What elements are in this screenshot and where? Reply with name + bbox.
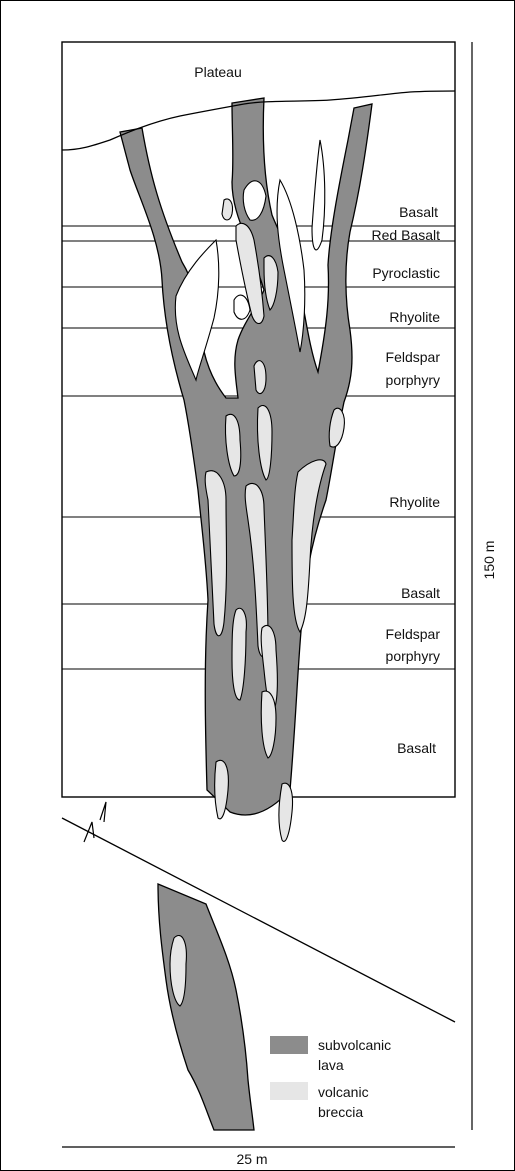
layer-label-red-basalt: Red Basalt xyxy=(372,227,441,243)
legend-swatch-breccia xyxy=(270,1082,308,1100)
layer-label-pyroclastic: Pyroclastic xyxy=(372,265,440,281)
layer-label-feldspar-porphyry-1-line1: Feldspar xyxy=(386,349,441,365)
layer-label-rhyolite-2: Rhyolite xyxy=(389,494,440,510)
layer-label-feldspar-porphyry-2-line2: porphyry xyxy=(386,648,440,664)
displaced-lava-body xyxy=(158,884,254,1130)
plateau-label: Plateau xyxy=(194,64,241,80)
layer-label-basalt-1: Basalt xyxy=(399,204,438,220)
legend-label-lava-line2: lava xyxy=(318,1057,344,1073)
legend-label-lava-line1: subvolcanic xyxy=(318,1037,391,1053)
layer-label-rhyolite-1: Rhyolite xyxy=(389,309,440,325)
layer-label-feldspar-porphyry-1-line2: porphyry xyxy=(386,372,440,388)
layer-label-feldspar-porphyry-2-line1: Feldspar xyxy=(386,626,441,642)
fault-line xyxy=(62,818,455,1022)
legend-label-breccia-line2: breccia xyxy=(318,1104,363,1120)
horizontal-scale-label: 25 m xyxy=(236,1151,267,1167)
vertical-scale-label: 150 m xyxy=(481,541,497,580)
fault-arrow-up xyxy=(100,802,106,822)
layer-label-basalt-2: Basalt xyxy=(401,585,440,601)
fault-arrows xyxy=(84,802,106,842)
legend-swatch-lava xyxy=(270,1036,308,1054)
legend: subvolcanic lava volcanic breccia xyxy=(270,1036,391,1120)
layer-label-basalt-3: Basalt xyxy=(397,740,436,756)
legend-label-breccia-line1: volcanic xyxy=(318,1084,369,1100)
